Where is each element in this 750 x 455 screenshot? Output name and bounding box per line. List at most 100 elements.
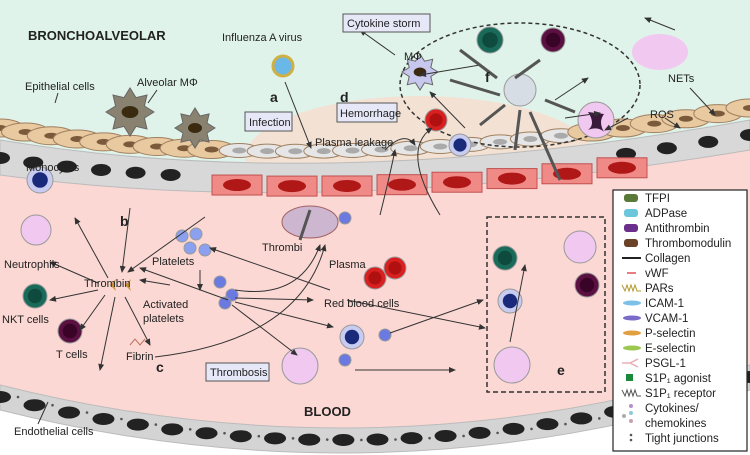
ros-label: ROS [650, 109, 674, 121]
endothelial-nucleus [570, 412, 593, 425]
activated-platelet [213, 275, 227, 289]
legend-label: E-selectin [645, 343, 696, 355]
activated-label: Activated [143, 299, 188, 311]
psgl1-icon [622, 358, 639, 368]
activated-endothelium [211, 157, 648, 197]
alveolar-macrophage-nucleus [121, 106, 139, 118]
epithelial-nucleus [403, 145, 418, 152]
endothelial-nucleus [434, 429, 457, 442]
endothelial-nucleus [126, 418, 149, 431]
panel-e-box [486, 216, 606, 393]
legend-label: S1P₁ receptor [645, 388, 716, 400]
fibrin-label: Fibrin [126, 351, 154, 363]
endothelial-nucleus [0, 152, 10, 164]
legend-item-psgl1: PSGL-1 [622, 358, 686, 370]
legend-item-vcam1: VCAM-1 [623, 313, 688, 325]
legend-label: Collagen [645, 253, 690, 265]
thrombin-icon [125, 279, 131, 291]
legend-item-continued: chemokines [645, 418, 707, 430]
tight-junction-icon [360, 438, 363, 442]
legend-box [612, 189, 748, 452]
pars-icon [621, 283, 641, 293]
endothelial-nucleus [229, 430, 252, 443]
endothelial-nucleus [223, 179, 251, 192]
tight-junction-icon [154, 423, 158, 426]
red-blood-cells-label: Red blood cells [324, 298, 400, 310]
endothelial-nuclei-top [0, 129, 750, 181]
red-blood-cell-nucleus [368, 271, 382, 285]
platelet [175, 229, 189, 243]
legend-label: PSGL-1 [645, 358, 686, 370]
endothelial-nucleus [536, 418, 559, 431]
cytokine-dot-icon [629, 419, 633, 423]
t-cells-label: T cells [56, 349, 88, 361]
monocyte-nucleus [32, 172, 48, 188]
neutrophil [281, 347, 319, 385]
legend-label: Antithrombin [645, 223, 710, 235]
platelet [198, 243, 212, 257]
tight-junction-icon [598, 417, 601, 420]
endothelial-nucleus [125, 166, 146, 179]
legend-label: Thrombomodulin [645, 238, 731, 250]
activated-platelet [378, 328, 392, 342]
activated-platelet [338, 211, 352, 225]
endothelial-nucleus [616, 147, 637, 160]
endothelial-nucleus [195, 427, 218, 440]
legend-item-antithrombin: Antithrombin [624, 223, 710, 235]
panel-c: c [156, 359, 164, 375]
epithelial-nucleus [710, 110, 725, 117]
adpase-icon [624, 209, 638, 217]
red-blood-cell-nucleus [388, 261, 402, 275]
tight-junction-icon [394, 438, 397, 441]
hemorrhage-box-label: Hemorrhage [340, 108, 401, 120]
legend-label: PARs [645, 283, 674, 295]
epithelial-nucleus [433, 143, 448, 150]
nets-label: NETs [668, 73, 695, 85]
panel-e: e [557, 362, 565, 378]
bronchoalveolar-title: BRONCHOALVEOLAR [28, 28, 166, 43]
monocyte-nucleus [344, 329, 360, 345]
p-selectin-icon [623, 330, 641, 336]
tight-junction-icon [188, 428, 192, 431]
epithelial-nucleus [316, 148, 331, 155]
arrow-thrombin-monocytes [74, 217, 109, 279]
macrophage-nucleus [413, 67, 427, 77]
platelets-label: Platelets [152, 256, 195, 268]
tight-junction-icon [51, 403, 54, 407]
plasma-label: Plasma [329, 259, 367, 271]
tight-junction-icon [257, 434, 261, 438]
thrombin-label: Thrombin [84, 278, 130, 290]
tight-junction-icon [120, 417, 123, 421]
nets-icon [632, 34, 688, 70]
endothelial-nucleus [388, 178, 416, 191]
legend-item-cytokines: Cytokines/ [622, 403, 699, 423]
epithelial-nucleus [204, 146, 219, 153]
tight-junctions-icon [629, 438, 633, 442]
legend-item-icam1: ICAM-1 [623, 298, 684, 310]
tfpi-icon [624, 194, 638, 202]
neutrophil [563, 230, 597, 264]
neutrophil-nucleus [588, 112, 604, 132]
endothelial-nucleus [366, 433, 389, 446]
arrow-cytokine-storm-pointer [359, 29, 396, 56]
macrophage-label: MΦ [404, 51, 422, 63]
tight-junction-icon [16, 395, 20, 399]
legend-label: Tight junctions [645, 433, 719, 445]
legend-item-s1p-receptor: S1P₁ receptor [621, 388, 716, 400]
endothelial-nucleus [443, 176, 471, 189]
e-selectin-icon [623, 345, 641, 351]
endothelial-nucleus [91, 163, 112, 176]
endothelial-nucleus [23, 399, 46, 412]
tight-junction-icon [428, 436, 431, 440]
tight-junction-icon [462, 434, 465, 438]
tight-junctions-icon [629, 433, 633, 437]
cytokine-storm-loop [399, 22, 641, 148]
epithelial-nucleus [678, 115, 693, 122]
s1p-agonist-icon [626, 374, 633, 381]
nkt-cell-nucleus [27, 288, 43, 304]
legend-label: S1P₁ agonist [645, 373, 712, 385]
nkt-cells-label: NKT cells [2, 314, 49, 326]
vessel-wall-bottom [0, 364, 750, 454]
panel-f: f [485, 69, 490, 85]
